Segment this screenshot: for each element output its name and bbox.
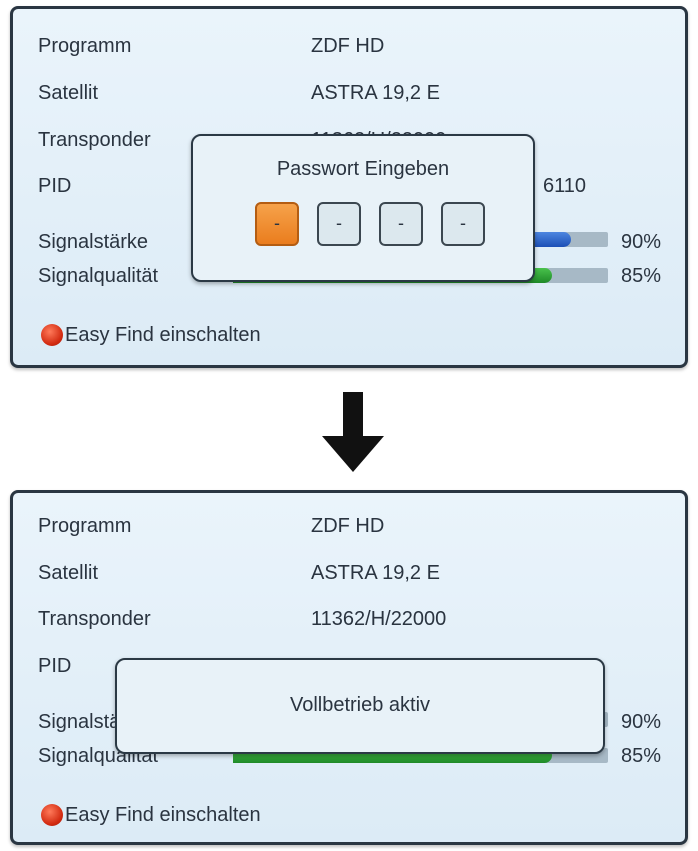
programm-value: ZDF HD <box>311 35 385 57</box>
status-dialog: Vollbetrieb aktiv <box>115 658 605 754</box>
transponder-label: Transponder <box>38 608 151 630</box>
easy-find-label[interactable]: Easy Find einschalten <box>65 324 261 346</box>
password-digit-4[interactable]: - <box>441 202 485 246</box>
password-digit-3[interactable]: - <box>379 202 423 246</box>
screen-before: Programm ZDF HD Satellit ASTRA 19,2 E Tr… <box>10 6 688 368</box>
signal-strength-percent: 90% <box>621 231 662 253</box>
signal-strength-percent: 90% <box>621 711 662 733</box>
programm-label: Programm <box>38 35 132 57</box>
password-digit-2[interactable]: - <box>317 202 361 246</box>
programm-label: Programm <box>38 515 132 537</box>
password-dialog: Passwort Eingeben - - - - <box>191 134 535 282</box>
satellit-label: Satellit <box>38 82 99 104</box>
red-button-icon <box>41 804 63 826</box>
pid-value: 6110 <box>543 175 587 197</box>
screen-after: Programm ZDF HD Satellit ASTRA 19,2 E Tr… <box>10 490 688 845</box>
arrow-down-icon <box>322 392 384 472</box>
easy-find-label[interactable]: Easy Find einschalten <box>65 804 261 826</box>
status-dialog-text: Vollbetrieb aktiv <box>289 694 431 716</box>
satellit-value: ASTRA 19,2 E <box>311 562 440 584</box>
password-digit-1[interactable]: - <box>255 202 299 246</box>
programm-value: ZDF HD <box>311 515 385 537</box>
satellit-label: Satellit <box>38 562 99 584</box>
red-button-icon <box>41 324 63 346</box>
pid-label: PID <box>38 655 72 677</box>
password-dialog-title: Passwort Eingeben <box>276 158 450 180</box>
pid-label: PID <box>38 175 72 197</box>
satellit-value: ASTRA 19,2 E <box>311 82 440 104</box>
signal-quality-percent: 85% <box>621 745 662 767</box>
signal-quality-label: Signalqualität <box>38 265 159 287</box>
signal-strength-label: Signalstärke <box>38 231 149 253</box>
transponder-value: 11362/H/22000 <box>311 608 447 630</box>
signal-quality-percent: 85% <box>621 265 662 287</box>
transponder-label: Transponder <box>38 129 151 151</box>
